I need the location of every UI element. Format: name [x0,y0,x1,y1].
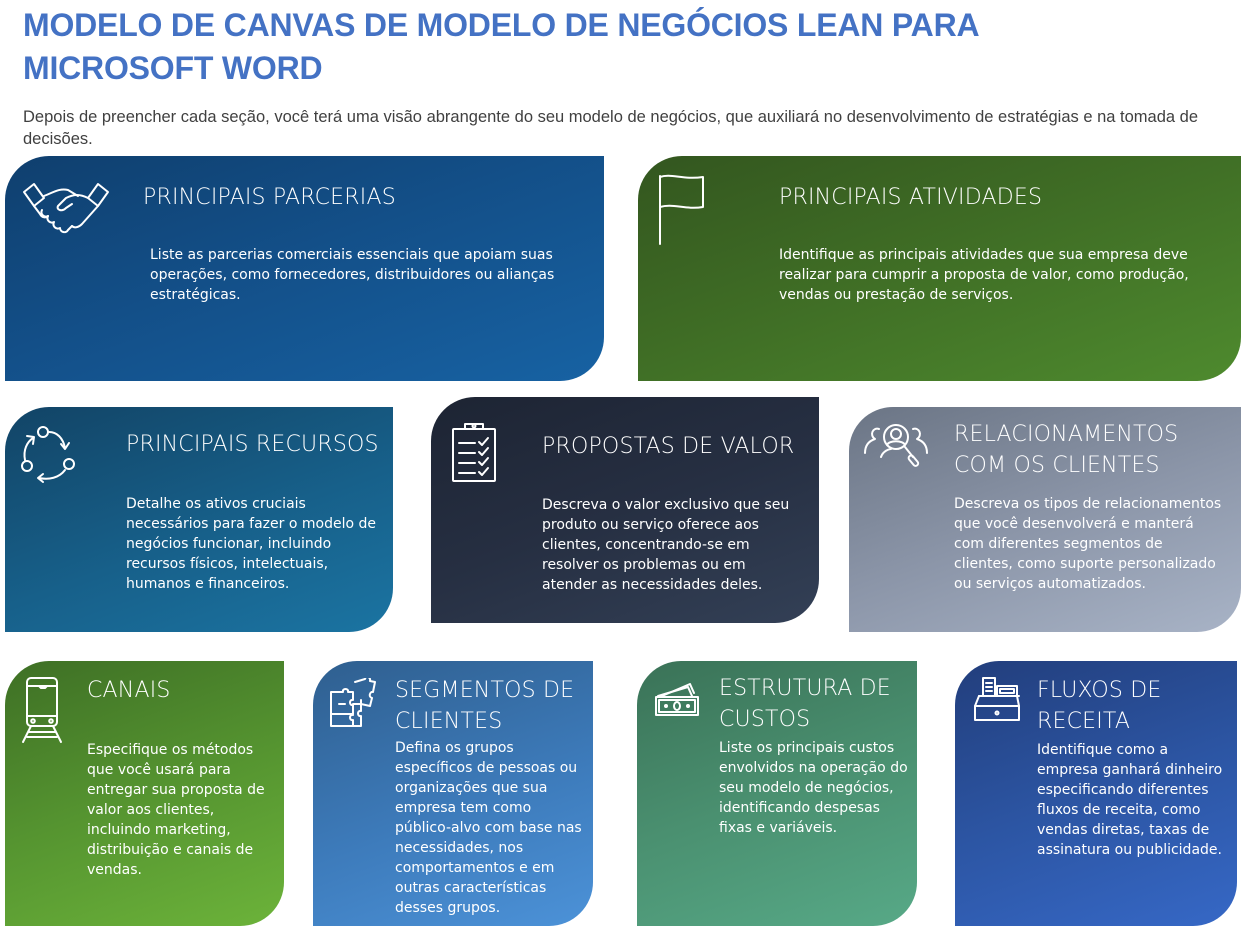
card-title: SEGMENTOS DE CLIENTES [395,678,575,734]
train-icon [19,676,65,744]
flag-icon [657,174,707,246]
card-canais: CANAIS Especifique os métodos que você u… [5,661,284,926]
puzzle-icon [329,678,377,728]
page-subtitle: Depois de preencher cada seção, você ter… [23,108,1199,148]
page-title: MODELO DE CANVAS DE MODELO DE NEGÓCIOS L… [23,7,979,86]
clipboard-checklist-icon [451,421,499,483]
card-principais-atividades: PRINCIPAIS ATIVIDADES Identifique as pri… [638,156,1241,381]
card-description: Identifique as principais atividades que… [779,247,1189,303]
card-relacionamentos-com-os-clientes: RELACIONAMENTOS COM OS CLIENTES Descreva… [849,407,1241,632]
card-title: ESTRUTURA DE CUSTOS [719,676,891,732]
card-fluxos-de-receita: FLUXOS DE RECEITA Identifique como a emp… [955,661,1237,926]
card-description: Identifique como a empresa ganhará dinhe… [1037,742,1223,858]
card-title: PRINCIPAIS PARCERIAS [143,185,396,210]
card-description: Detalhe os ativos cruciais necessários p… [126,496,376,592]
card-description: Defina os grupos específicos de pessoas … [395,740,582,916]
card-title: PROPOSTAS DE VALOR [542,434,795,459]
card-title: PRINCIPAIS ATIVIDADES [779,185,1043,210]
card-title: CANAIS [87,678,171,703]
cash-register-icon [973,676,1021,722]
card-description: Liste os principais custos envolvidos na… [719,740,908,836]
handshake-icon [20,174,112,238]
card-title: PRINCIPAIS RECURSOS [126,432,379,457]
card-principais-parcerias: PRINCIPAIS PARCERIAS Liste as parcerias … [5,156,604,381]
card-segmentos-de-clientes: SEGMENTOS DE CLIENTES Defina os grupos e… [313,661,593,926]
card-title: RELACIONAMENTOS COM OS CLIENTES [954,422,1179,478]
card-description: Descreva o valor exclusivo que seu produ… [542,497,790,593]
people-search-icon [863,423,929,473]
card-principais-recursos: PRINCIPAIS RECURSOS Detalhe os ativos cr… [5,407,393,632]
card-estrutura-de-custos: ESTRUTURA DE CUSTOS Liste os principais … [637,661,917,926]
card-title: FLUXOS DE RECEITA [1037,678,1162,734]
card-description: Descreva os tipos de relacionamentos que… [954,496,1222,592]
cycle-icon [19,424,79,486]
money-icon [654,683,700,717]
card-description: Liste as parcerias comerciais essenciais… [150,247,555,303]
card-propostas-de-valor: PROPOSTAS DE VALOR Descreva o valor excl… [431,397,819,623]
card-description: Especifique os métodos que você usará pa… [87,742,265,878]
